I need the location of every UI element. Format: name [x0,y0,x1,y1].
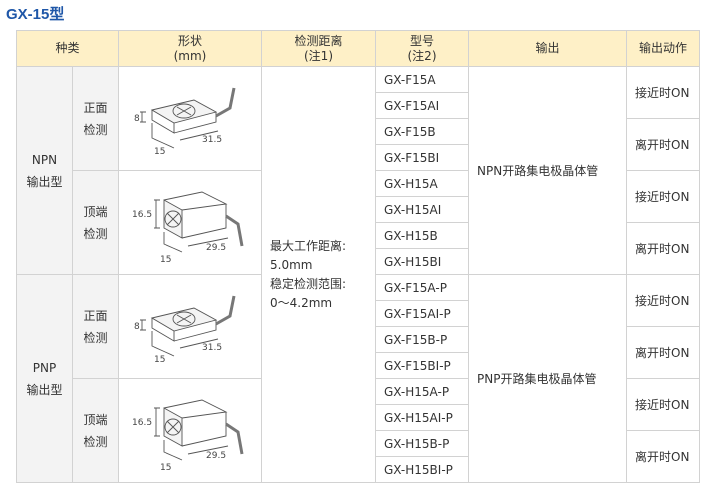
table-row: GX-F15B-P 离开时ON [17,326,700,379]
action-cell: 离开时ON [626,326,700,379]
model-cell: GX-F15AI-P [375,300,469,327]
model-cell: GX-F15AI [375,92,469,119]
action-cell: 离开时ON [626,222,700,275]
front-sensor-drawing: 8 15 31.5 [134,295,236,365]
table-row: 顶端检测 16 [17,170,700,275]
table-row: GX-H15B-P 离开时ON [17,430,700,483]
model-cell: GX-H15A-P [375,378,469,405]
model-cell: GX-H15AI [375,196,469,223]
dim-front-width: 15 [154,147,165,157]
table-row: GX-H15B 离开时ON [17,222,700,275]
npn-output-cell: NPN开路集电极晶体管 [468,66,627,275]
model-cell: GX-F15BI-P [375,352,469,379]
action-cell: 接近时ON [626,66,700,119]
model-cell: GX-H15A [375,170,469,197]
dim-top-height: 16.5 [132,210,152,220]
dim-front-height: 8 [134,322,140,332]
dim-top-width: 15 [160,463,171,473]
model-cell: GX-H15BI-P [375,456,469,483]
header-action: 输出动作 [626,30,700,67]
dim-top-length: 29.5 [206,451,226,461]
dim-front-width: 15 [154,355,165,365]
pnp-front-drawing-cell: 8 15 31.5 [118,274,262,379]
pnp-front-cell: 正面检测 [72,274,119,379]
npn-front-cell: 正面检测 [72,66,119,171]
table-row: GX-F15B 离开时ON [17,118,700,171]
action-cell: 离开时ON [626,430,700,483]
header-range: 检测距离(注1) [261,30,376,67]
header-shape: 形状(mm) [118,30,262,67]
action-cell: 接近时ON [626,274,700,327]
model-cell: GX-F15B [375,118,469,145]
header-model: 型号(注2) [375,30,469,67]
table-row: GX-F15BI-P [17,352,700,379]
action-cell: 接近时ON [626,170,700,223]
range-cell: 最大工作距离: 5.0mm 稳定检测范围: 0～4.2mm [261,66,376,483]
model-cell: GX-F15BI [375,144,469,171]
npn-front-drawing-cell: 8 15 31.5 [118,66,262,171]
header-row: 种类 形状(mm) 检测距离(注1) 型号(注2) 输出 输出动作 [16,30,700,67]
front-sensor-drawing: 8 15 31.5 [134,87,236,157]
header-output: 输出 [468,30,627,67]
pnp-top-cell: 顶端检测 [72,378,119,483]
pnp-top-drawing-cell: 16.5 15 29.5 [118,378,262,483]
model-cell: GX-H15B [375,222,469,249]
dim-top-height: 16.5 [132,418,152,428]
action-cell: 接近时ON [626,378,700,431]
dim-front-length: 31.5 [202,343,222,353]
npn-top-drawing-cell: 16.5 15 29.5 [118,170,262,275]
table-row: GX-F15AI-P [17,300,700,327]
model-cell: GX-F15A [375,66,469,93]
table-row: 顶端检测 16 [17,378,700,483]
dim-top-length: 29.5 [206,243,226,253]
header-type: 种类 [16,30,119,67]
table-row: GX-H15BI-P [17,456,700,483]
model-cell: GX-H15BI [375,248,469,275]
action-cell: 离开时ON [626,118,700,171]
table-row: GX-H15AI-P [17,404,700,431]
dim-top-width: 15 [160,255,171,265]
page-title: GX-15型 [6,6,65,23]
top-sensor-drawing: 16.5 15 29.5 [132,191,244,265]
model-cell: GX-F15B-P [375,326,469,353]
table-row: GX-H15BI [17,248,700,275]
dim-front-height: 8 [134,114,140,124]
top-sensor-drawing: 16.5 15 29.5 [132,399,244,473]
pnp-output-cell: PNP开路集电极晶体管 [468,274,627,483]
table-row: GX-H15AI [17,196,700,223]
dim-front-length: 31.5 [202,135,222,145]
model-cell: GX-H15AI-P [375,404,469,431]
model-cell: GX-F15A-P [375,274,469,301]
model-cell: GX-H15B-P [375,430,469,457]
npn-top-cell: 顶端检测 [72,170,119,275]
